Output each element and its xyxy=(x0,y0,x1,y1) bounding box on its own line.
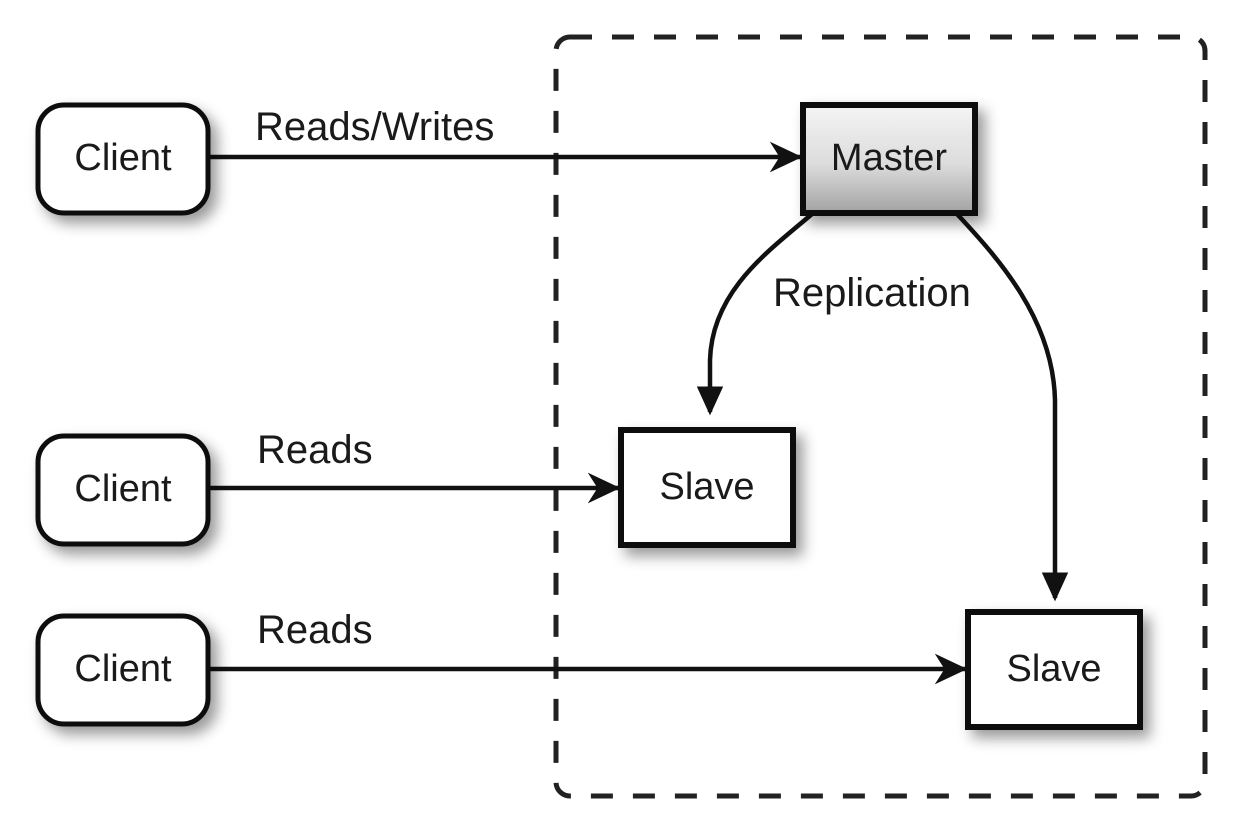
client-3-shape xyxy=(35,613,211,727)
node-client-2[interactable]: Client xyxy=(35,433,211,547)
client-2-label: Client xyxy=(74,468,172,510)
edge-master-slave1-replication xyxy=(696,212,814,416)
slave-1-shape xyxy=(618,427,796,548)
master-shape xyxy=(800,102,978,216)
node-client-1[interactable]: Client xyxy=(35,102,211,216)
master-label: Master xyxy=(831,137,947,179)
database-cluster-boundary xyxy=(553,34,1208,799)
client-3-label: Client xyxy=(74,648,172,690)
slave-2-label: Slave xyxy=(1006,648,1101,690)
slave-2-shape xyxy=(965,609,1143,730)
edge-label-reads-writes: Reads/Writes xyxy=(255,105,494,149)
node-slave-1[interactable]: Slave xyxy=(618,427,796,548)
client-1-shape xyxy=(35,102,211,216)
client-1-label: Client xyxy=(74,137,172,179)
client-2-shape xyxy=(35,433,211,547)
slave-1-label: Slave xyxy=(659,466,754,508)
node-client-3[interactable]: Client xyxy=(35,613,211,727)
node-master[interactable]: Master xyxy=(800,102,978,216)
edge-label-reads-bottom: Reads xyxy=(257,608,373,652)
edge-master-slave2-replication xyxy=(955,212,1069,602)
edge-label-reads-middle: Reads xyxy=(257,428,373,472)
edge-label-replication: Replication xyxy=(773,271,971,315)
node-slave-2[interactable]: Slave xyxy=(965,609,1143,730)
